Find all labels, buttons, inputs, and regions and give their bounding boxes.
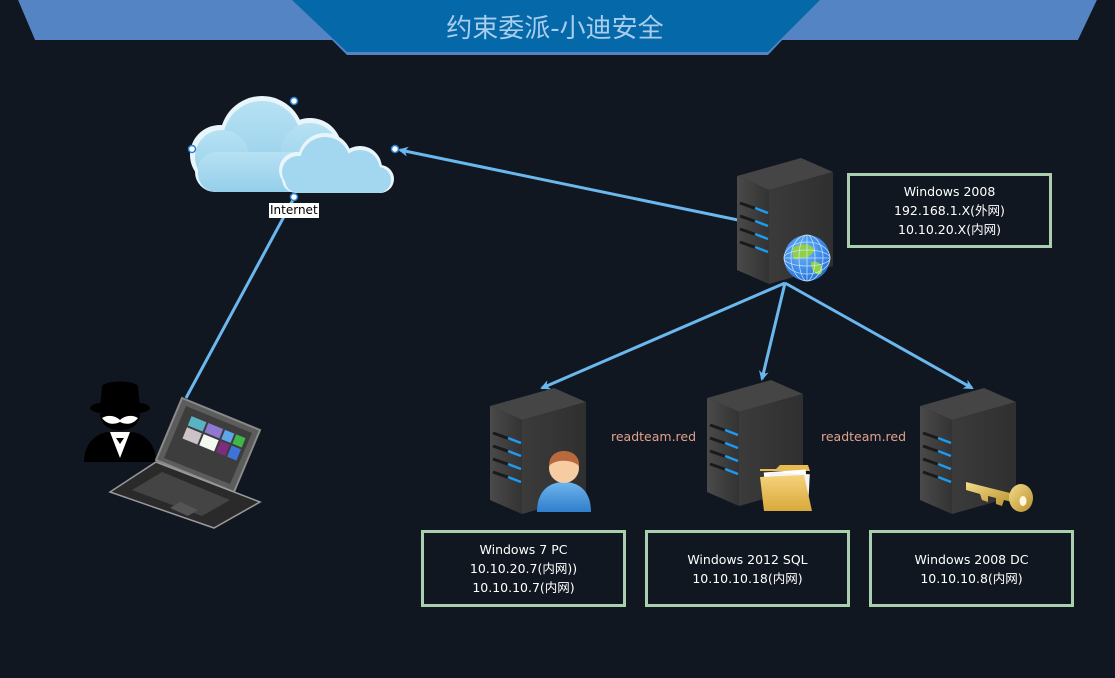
- dc-info-box: Windows 2008 DC 10.10.10.8(内网): [869, 530, 1074, 607]
- user-icon: [537, 451, 591, 512]
- win7-server[interactable]: [488, 386, 591, 516]
- sql-server[interactable]: [705, 378, 812, 511]
- globe-icon: [783, 234, 831, 282]
- win7-ip-2: 10.10.10.7(内网): [472, 580, 575, 595]
- gateway-internal-ip: 10.10.20.X(内网): [898, 222, 1001, 237]
- dc-ip: 10.10.10.8(内网): [920, 570, 1023, 586]
- connector-gateway-to-win7: [540, 281, 786, 390]
- win7-info-box: Windows 7 PC 10.10.20.7(内网)) 10.10.10.7(…: [421, 530, 626, 607]
- win7-ip-1: 10.10.20.7(内网)): [469, 561, 578, 576]
- keyboard: [132, 472, 230, 516]
- gateway-info-box: Windows 2008 192.168.1.X(外网) 10.10.20.X(…: [847, 173, 1052, 248]
- key-icon: [966, 482, 1033, 512]
- cloud-icon[interactable]: [187, 96, 400, 202]
- win7-os: Windows 7 PC: [479, 542, 568, 557]
- dc-os: Windows 2008 DC: [914, 551, 1029, 567]
- sql-ip: 10.10.10.18(内网): [692, 570, 803, 586]
- spy-icon: [84, 381, 156, 462]
- header-center: [292, 0, 820, 52]
- domain-label: readteam.red: [821, 429, 907, 444]
- gateway-server[interactable]: [735, 156, 835, 286]
- connector-gateway-to-sql: [759, 282, 787, 381]
- connector-gateway-to-dc: [784, 281, 974, 390]
- connectors: [184, 146, 974, 399]
- gateway-external-ip: 192.168.1.X(外网): [894, 203, 1005, 218]
- folder-icon: [760, 465, 812, 511]
- gateway-os: Windows 2008: [903, 184, 996, 199]
- dc-server[interactable]: [918, 386, 1033, 516]
- header-banner: [0, 0, 1115, 55]
- page-title: 约束委派-小迪安全: [446, 14, 664, 44]
- sql-os: Windows 2012 SQL: [687, 551, 808, 567]
- sql-info-box: Windows 2012 SQL 10.10.10.18(内网): [645, 530, 850, 607]
- cloud-handles: [187, 96, 400, 202]
- internet-label: Internet: [269, 203, 319, 218]
- domain-label: readteam.red: [611, 429, 697, 444]
- connector-laptop-to-internet: [184, 197, 296, 399]
- laptop-icon[interactable]: [108, 396, 262, 530]
- connector-gateway-to-internet: [398, 146, 739, 222]
